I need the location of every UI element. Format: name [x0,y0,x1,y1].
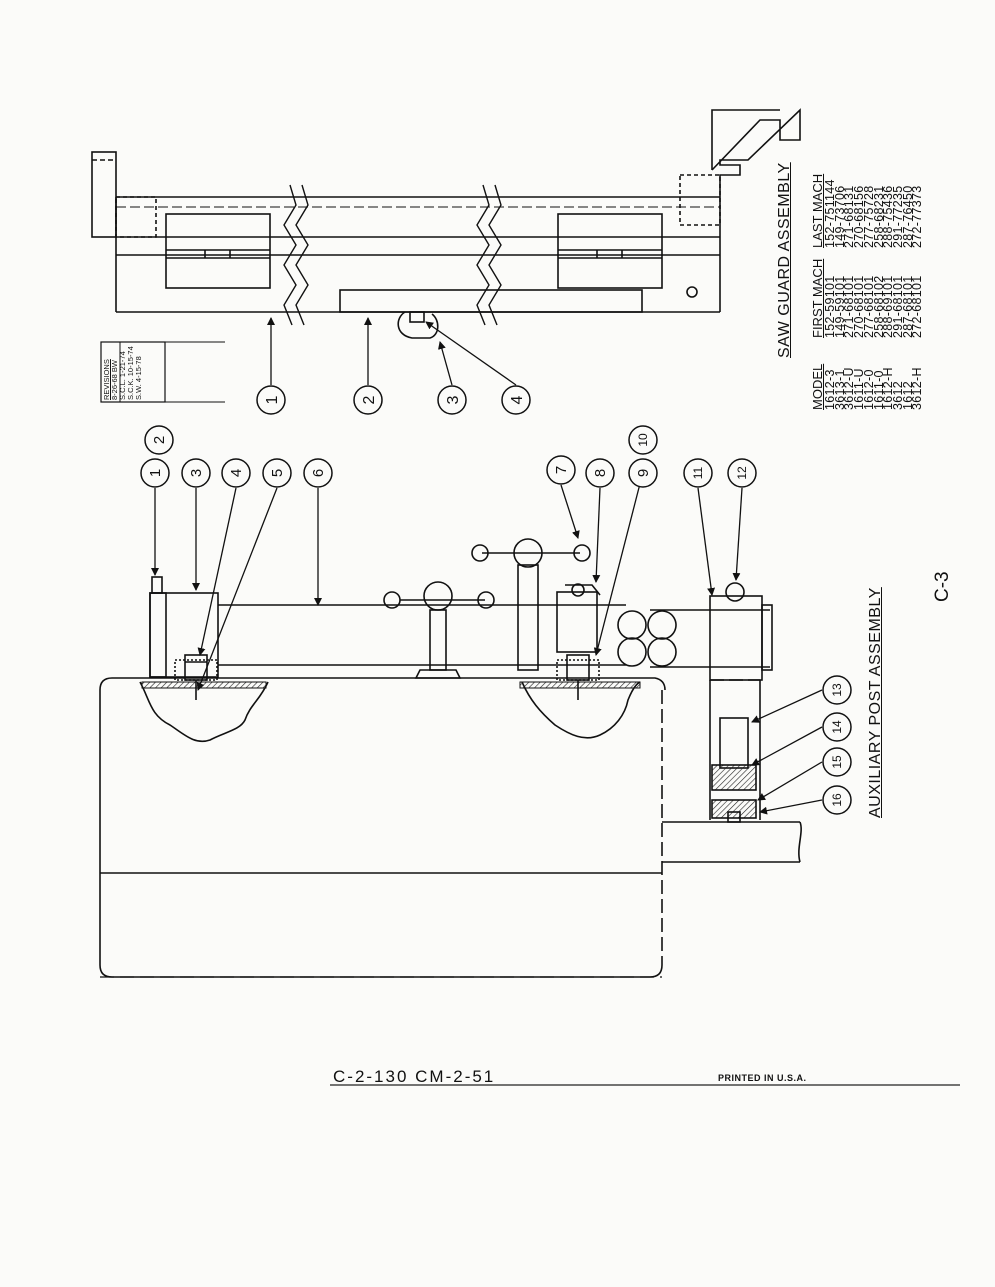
ap-callout-12: 12 [735,466,749,480]
aux-post-leaders [151,471,823,815]
sg-callout-1: 1 [264,395,281,404]
aux-post-drawing [99,538,802,978]
doc-code: C-2-130 CM-2-51 [333,1067,496,1086]
ap-callout-8: 8 [592,469,609,477]
ap-callout-15: 15 [830,755,844,769]
ap-callout-4: 4 [228,469,245,477]
ap-callout-5: 5 [269,469,286,477]
aux-post-callouts [140,425,852,815]
ap-callout-16: 16 [830,793,844,807]
ap-callout-9: 9 [635,469,652,477]
table-cell: 3612-H [910,367,925,410]
ap-callout-11: 11 [691,466,705,479]
revisions-block: REVISIONS 8-26-68 BW S.C.L. 1-21-74 S.C.… [102,346,143,400]
ap-callout-1: 1 [147,469,164,477]
revision-entry: S.W. 4-15-78 [134,356,143,400]
table-cell: 272-68101 [910,275,925,338]
saw-guard-leaders [267,317,517,386]
table-cell: 272-77373 [910,185,925,248]
ap-callout-10: 10 [636,433,650,447]
ap-callout-3: 3 [188,469,205,477]
saw-guard-title: SAW GUARD ASSEMBLY [776,162,793,358]
aux-post-title: AUXILIARY POST ASSEMBLY [867,587,884,818]
sg-callout-2: 2 [361,395,378,404]
last-mach-column: 152-751144 149-73706 271-68131 270-68156… [823,179,925,248]
ap-callout-13: 13 [830,683,844,697]
printed-in-usa: PRINTED IN U.S.A. [718,1073,807,1083]
ap-callout-7: 7 [553,466,570,474]
page-number: C-3 [932,571,953,602]
sg-callout-3: 3 [445,395,462,404]
sg-callout-4: 4 [509,395,526,404]
ap-callout-2: 2 [151,436,168,444]
saw-guard-drawing [91,108,801,403]
model-column: 1612-3 3613-1 3612-U 1611-U 1612-0 1611-… [823,367,925,410]
saw-guard-callouts [256,385,531,415]
ap-callout-14: 14 [830,720,844,734]
ap-callout-6: 6 [310,469,327,477]
first-mach-column: 152-59101 149-59101 271-68101 270-68101 … [823,275,925,338]
